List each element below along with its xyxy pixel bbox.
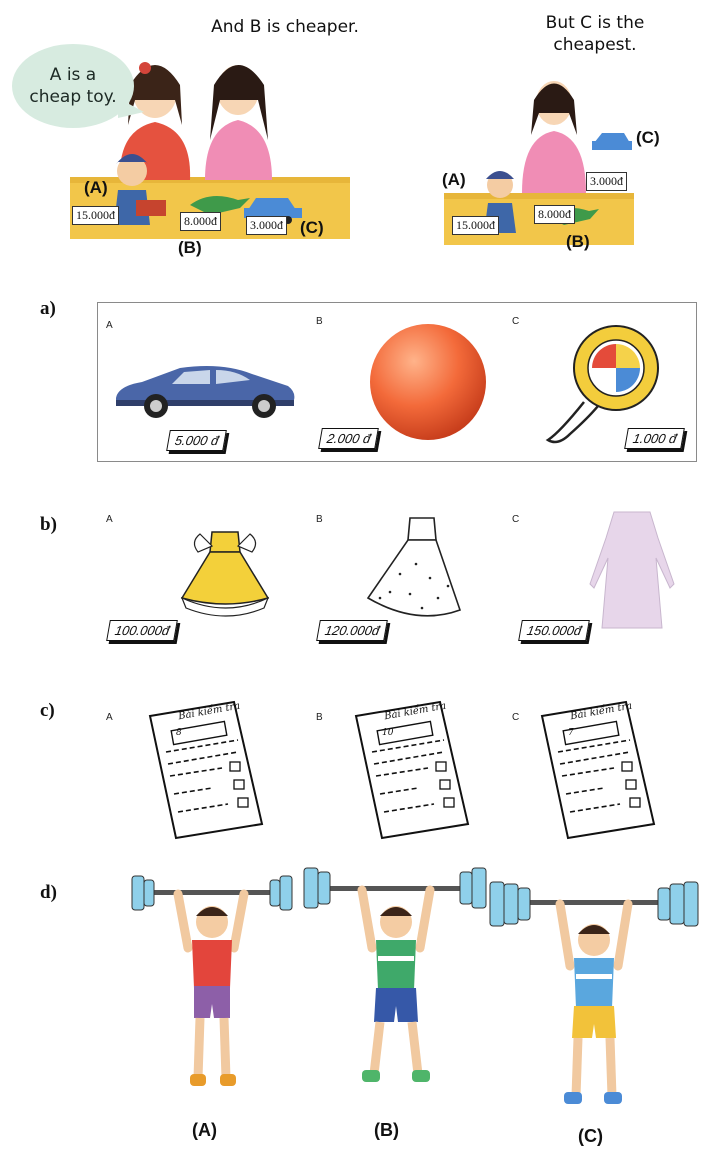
- row-a-price-a: 5.000 đ: [166, 430, 228, 451]
- row-b-label: b): [40, 514, 57, 535]
- left-label-b: (B): [178, 238, 202, 257]
- test-paper-a: Bài kiểm tra 8: [142, 700, 270, 840]
- left-label-a: (A): [84, 178, 108, 197]
- right-label-a: (A): [442, 170, 466, 189]
- yellow-dress-icon: [180, 531, 270, 617]
- right-price-c: 3.000đ: [586, 172, 627, 191]
- row-d-label-b: (B): [374, 1120, 399, 1140]
- test-paper-c-score: 7: [568, 728, 574, 738]
- right-label-c: (C): [636, 128, 660, 147]
- test-paper-b: Bài kiểm tra 10: [348, 700, 476, 840]
- row-b-price-c: 150.000đ: [518, 620, 591, 641]
- row-d-label-a: (A): [192, 1120, 217, 1140]
- left-price-b: 8.000đ: [180, 212, 221, 231]
- row-c-letter-c: C: [512, 712, 520, 723]
- bubble-line-1: A is a: [49, 65, 97, 85]
- row-a-letter-a: A: [106, 320, 113, 331]
- rattle-icon: [545, 325, 659, 444]
- row-b-price-a: 100.000đ: [106, 620, 179, 641]
- car-icon: [116, 366, 295, 418]
- left-price-c: 3.000đ: [246, 216, 287, 235]
- dotted-dress-icon: [366, 517, 462, 617]
- left-price-a: 15.000đ: [72, 206, 119, 225]
- row-b-letter-c: C: [512, 514, 520, 525]
- caption-c-line-1: But C is the: [545, 13, 645, 33]
- row-a-price-c: 1.000 đ: [624, 428, 686, 449]
- speech-bubble-tail: [118, 98, 144, 118]
- test-paper-b-score: 10: [382, 728, 394, 738]
- right-price-b: 8.000đ: [534, 205, 575, 224]
- weightlifter-a: [131, 875, 293, 1086]
- row-a-label: a): [40, 298, 56, 319]
- row-a-frame: [97, 302, 697, 462]
- row-d-label-c: (C): [578, 1126, 603, 1146]
- row-a-price-b: 2.000 đ: [318, 428, 380, 449]
- caption-b-cheaper: And B is cheaper.: [211, 17, 359, 37]
- row-c-label: c): [40, 700, 55, 721]
- right-label-b: (B): [566, 232, 590, 251]
- row-c-letter-a: A: [106, 712, 113, 723]
- right-price-a: 15.000đ: [452, 216, 499, 235]
- row-c-letter-b: B: [316, 712, 323, 723]
- row-a-letter-c: C: [512, 316, 520, 327]
- row-b-letter-a: A: [106, 514, 113, 525]
- left-scene-illustration: [70, 62, 350, 239]
- left-label-c: (C): [300, 218, 324, 237]
- row-a-letter-b: B: [316, 316, 323, 327]
- gown-icon: [589, 511, 675, 629]
- bubble-line-2: cheap toy.: [29, 87, 117, 107]
- weightlifter-b: [303, 867, 487, 1082]
- weightlifter-c: [489, 881, 699, 1104]
- ball-icon: [370, 324, 486, 440]
- test-paper-a-score: 8: [176, 728, 182, 738]
- caption-c-line-2: cheapest.: [553, 35, 637, 55]
- row-b-letter-b: B: [316, 514, 323, 525]
- caption-c-cheapest: But C is the cheapest.: [510, 12, 680, 56]
- row-d-label: d): [40, 882, 57, 903]
- speech-bubble: A is a cheap toy.: [12, 44, 134, 128]
- test-paper-c: Bài kiểm tra 7: [534, 700, 662, 840]
- row-b-price-b: 120.000đ: [316, 620, 389, 641]
